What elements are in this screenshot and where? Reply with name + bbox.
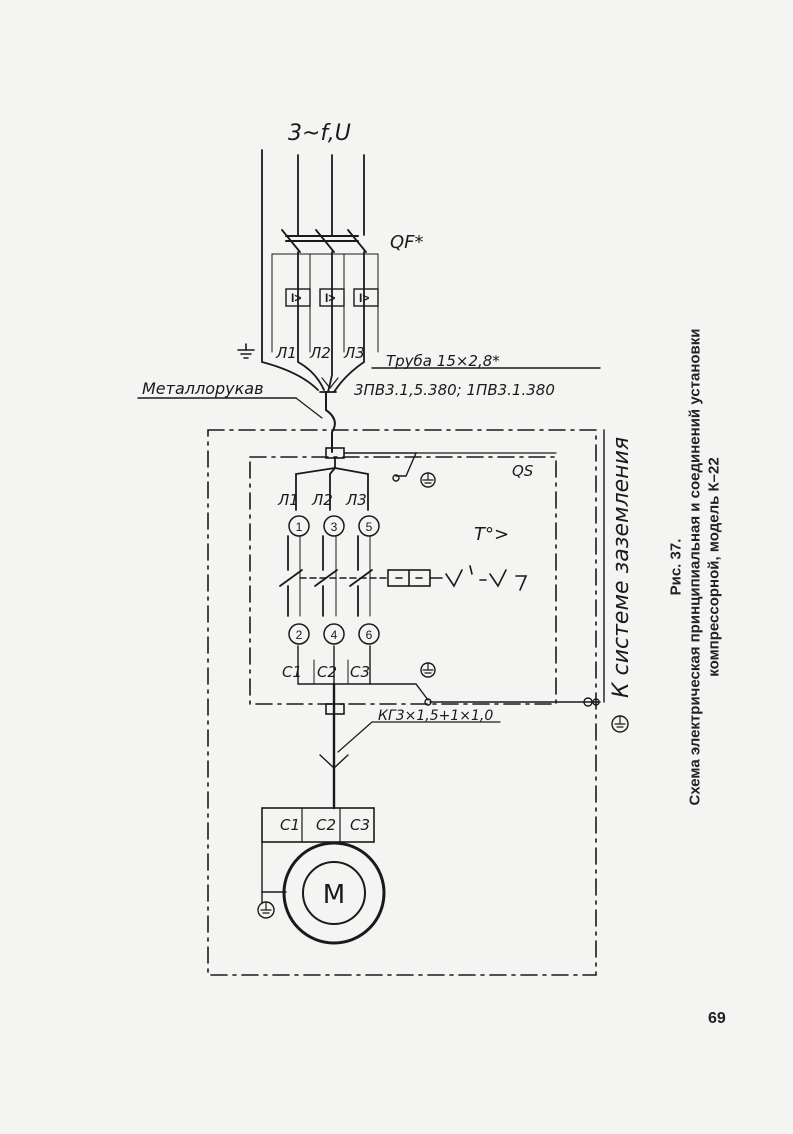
switch-enclosure xyxy=(249,456,557,705)
figure-number: Рис. 37. xyxy=(667,538,685,596)
motor-ground-icon xyxy=(257,901,275,919)
switch-contacts xyxy=(279,535,373,617)
phase-mid-2: Л2 xyxy=(311,491,333,509)
cable-label: КГ3×1,5+1×1,0 xyxy=(378,708,493,724)
figure-caption: Рис. 37. Схема электрическая принципиаль… xyxy=(667,247,724,887)
ground-link-bottom xyxy=(369,683,429,701)
terminal-6: 6 xyxy=(366,628,373,642)
cable-bundle xyxy=(261,351,365,453)
thermal-release xyxy=(299,565,528,591)
terminals-bottom xyxy=(288,623,380,645)
phase-mid-3: Л3 xyxy=(345,491,367,509)
output-c1: С1 xyxy=(282,663,302,681)
switch-label: QS xyxy=(512,462,534,480)
phase-top-1: Л1 xyxy=(275,344,297,362)
cable-leader xyxy=(337,721,501,753)
ground-icon-top xyxy=(420,472,436,488)
ground-system-icon xyxy=(611,715,629,733)
motor-terminal-c2: С2 xyxy=(316,816,336,834)
phase-top-2: Л2 xyxy=(309,344,331,362)
breaker-label: QF* xyxy=(390,232,424,253)
motor-terminal-box xyxy=(261,807,375,843)
output-c3: С3 xyxy=(350,663,370,681)
terminal-3: 3 xyxy=(331,520,338,534)
gland-bottom xyxy=(325,703,345,715)
motor-terminal-c1: С1 xyxy=(280,816,300,834)
phase-top-3: Л3 xyxy=(343,344,365,362)
ground-icon-mid xyxy=(420,662,436,678)
wires-label: 3ПВ3.1,5.380; 1ПВ3.1.380 xyxy=(354,381,555,399)
motor-terminal-c3: С3 xyxy=(350,816,370,834)
page-number: 69 xyxy=(708,1010,726,1027)
terminal-2: 2 xyxy=(296,628,303,642)
pipe-label: Труба 15×2,8* xyxy=(386,352,500,370)
thermal-label: T°> xyxy=(474,524,509,545)
motor xyxy=(282,841,386,945)
trip-label-2: I> xyxy=(325,291,335,305)
hose-label: Металлорукав xyxy=(142,379,264,398)
terminals-top xyxy=(288,515,380,537)
terminal-4: 4 xyxy=(331,628,338,642)
caption-line-2: компрессорной, модель К–22 xyxy=(705,457,723,677)
ground-link-top xyxy=(343,452,418,477)
motor-label: М xyxy=(323,880,345,910)
terminal-1: 1 xyxy=(296,520,303,534)
caption-line-1: Схема электрическая принципиальная и сое… xyxy=(686,328,704,806)
ground-icon xyxy=(237,343,255,359)
ground-system-label: К системе заземления xyxy=(609,437,634,698)
supply-lines xyxy=(261,149,365,356)
switch-feeds xyxy=(295,457,369,511)
trip-label-3: I> xyxy=(359,291,369,305)
supply-label: 3~f,U xyxy=(288,121,351,146)
trip-label-1: I> xyxy=(291,291,301,305)
output-c2: С2 xyxy=(317,663,337,681)
phase-mid-1: Л1 xyxy=(277,491,299,509)
terminal-5: 5 xyxy=(366,520,373,534)
trip-units xyxy=(285,288,379,307)
